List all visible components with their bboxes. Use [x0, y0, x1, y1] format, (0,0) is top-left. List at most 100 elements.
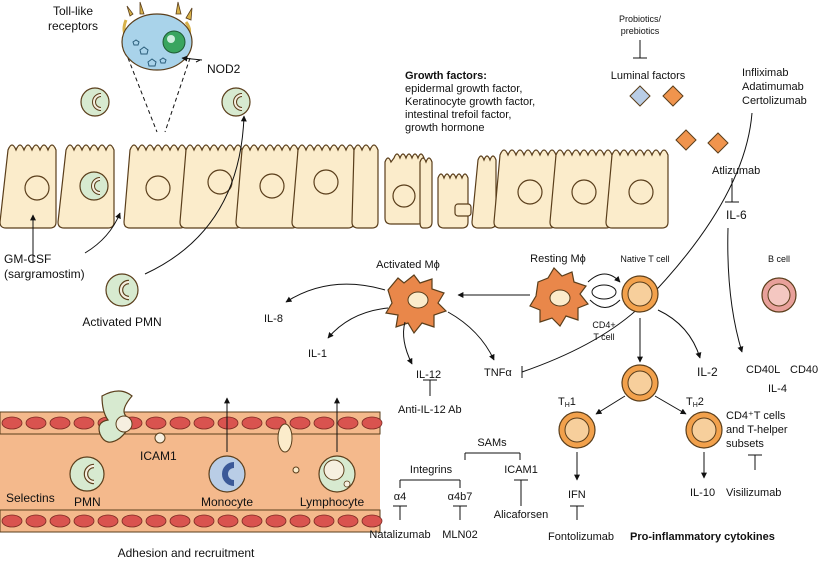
- il10-label: IL-10: [690, 487, 715, 499]
- il1-label: IL-1: [308, 348, 327, 360]
- epithelial-cell: [179, 144, 243, 229]
- adhesion-label: Adhesion and recruitment: [118, 546, 255, 560]
- growth-factor-item: intestinal trefoil factor,: [405, 109, 511, 121]
- mln02-label: MLN02: [442, 529, 477, 541]
- pmn-cell: [221, 87, 251, 117]
- red-blood-cell: [169, 514, 191, 528]
- activated-macrophage-label: Activated Mϕ: [376, 259, 440, 271]
- cd40l-label: CD40L: [746, 364, 780, 376]
- nod2-label: NOD2: [207, 62, 241, 76]
- red-blood-cell: [337, 514, 359, 528]
- activated-pmn-cell: [105, 273, 139, 307]
- il4-label: IL-4: [768, 383, 787, 395]
- activated-macrophage: [385, 274, 448, 335]
- red-blood-cell: [289, 514, 311, 528]
- pmn-cell: [79, 171, 109, 201]
- proinflammatory-label: Pro-inflammatory cytokines: [630, 531, 775, 543]
- cd4-t-cell-label: T cell: [593, 332, 614, 342]
- cd4-subsets-label: CD4⁺T cells: [726, 410, 786, 422]
- epithelial-cell: [605, 149, 669, 229]
- epithelial-cell: [123, 144, 187, 229]
- red-blood-cell: [313, 416, 335, 430]
- red-blood-cell: [217, 416, 239, 430]
- growth-factor-item: Keratinocyte growth factor,: [405, 96, 535, 108]
- icam1-label: ICAM1: [140, 449, 177, 463]
- damaged-epithelial-cell: [471, 155, 497, 229]
- red-blood-cell: [169, 416, 191, 430]
- red-blood-cell: [49, 514, 71, 528]
- th1-label: TH1: [558, 396, 576, 409]
- red-blood-cell: [313, 514, 335, 528]
- lymphocyte-label: Lymphocyte: [300, 495, 365, 509]
- sams-label: SAMs: [477, 437, 507, 449]
- growth-factor-item: epidermal growth factor,: [405, 83, 522, 95]
- resting-macrophage-label: Resting Mϕ: [530, 253, 586, 265]
- cd4-subsets-label: and T-helper: [726, 424, 788, 436]
- il8-label: IL-8: [264, 313, 283, 325]
- activated-pmn-label: Activated PMN: [82, 315, 161, 329]
- red-blood-cell: [241, 514, 263, 528]
- th2-cell: [685, 411, 723, 449]
- cd40-label: CD40: [790, 364, 818, 376]
- cd4-subsets-label: subsets: [726, 438, 764, 450]
- red-blood-cell: [241, 416, 263, 430]
- red-blood-cell: [337, 416, 359, 430]
- epithelial-cell: [0, 144, 57, 229]
- ifn-label: IFN: [568, 489, 586, 501]
- pmn-label: PMN: [74, 495, 101, 509]
- red-blood-cell: [145, 416, 167, 430]
- red-blood-cell: [361, 416, 383, 430]
- red-blood-cell: [49, 416, 71, 430]
- epithelial-cell: [549, 149, 613, 229]
- epithelial-cell: [351, 144, 379, 229]
- alpha4-label: α4: [394, 491, 406, 503]
- il6-label: IL-6: [726, 208, 747, 222]
- tlr-cell: [121, 1, 193, 133]
- red-blood-cell: [1, 514, 23, 528]
- red-blood-cell: [25, 416, 47, 430]
- th2-label: TH2: [686, 396, 704, 409]
- alpha4b7-label: α4b7: [448, 491, 473, 503]
- resting-macrophage: [529, 267, 589, 327]
- probiotics-label: prebiotics: [621, 26, 660, 36]
- il2-label: IL-2: [697, 365, 718, 379]
- cd4-t-cell: [621, 364, 659, 402]
- th1-cell: [558, 411, 596, 449]
- epithelial-cell: [291, 144, 355, 229]
- monocyte-label: Monocyte: [201, 495, 253, 509]
- native-t-cell: [621, 275, 659, 313]
- epithelial-cell: [493, 149, 557, 229]
- monocyte-cell: [208, 455, 246, 493]
- red-blood-cell: [361, 514, 383, 528]
- luminal-factors-label: Luminal factors: [611, 70, 686, 82]
- red-blood-cell: [25, 514, 47, 528]
- gmcsf-label: (sargramostim): [4, 267, 85, 281]
- il12-label: IL-12: [416, 369, 441, 381]
- tnf-label: TNFα: [484, 367, 512, 379]
- integrins-label: Integrins: [410, 464, 453, 476]
- pmn-cell: [80, 87, 110, 117]
- red-blood-cell: [217, 514, 239, 528]
- natalizumab-label: Natalizumab: [369, 529, 430, 541]
- native-t-cell-label: Native T cell: [620, 254, 669, 264]
- selectins-label: Selectins: [6, 491, 55, 505]
- b-cell: [761, 277, 797, 313]
- epithelial-cell: [235, 144, 299, 229]
- probiotics-label: Probiotics/: [619, 14, 662, 24]
- damaged-epithelial-cell: [419, 157, 472, 229]
- red-blood-cell: [145, 514, 167, 528]
- icam1-sam-label: ICAM1: [504, 464, 538, 476]
- growth-factors-title: Growth factors:: [405, 70, 487, 82]
- anti-il12-label: Anti-IL-12 Ab: [398, 404, 462, 416]
- transmigrating-cell: [98, 390, 300, 474]
- visilizumab-label: Visilizumab: [726, 487, 781, 499]
- red-blood-cell-row: [1, 514, 383, 528]
- gmcsf-label: GM-CSF: [4, 252, 51, 266]
- red-blood-cell: [265, 514, 287, 528]
- b-cell-label: B cell: [768, 254, 790, 264]
- luminal-factor-diamonds: [629, 85, 729, 154]
- red-blood-cell: [121, 514, 143, 528]
- red-blood-cell: [1, 416, 23, 430]
- intestinal-epithelium: [0, 144, 669, 229]
